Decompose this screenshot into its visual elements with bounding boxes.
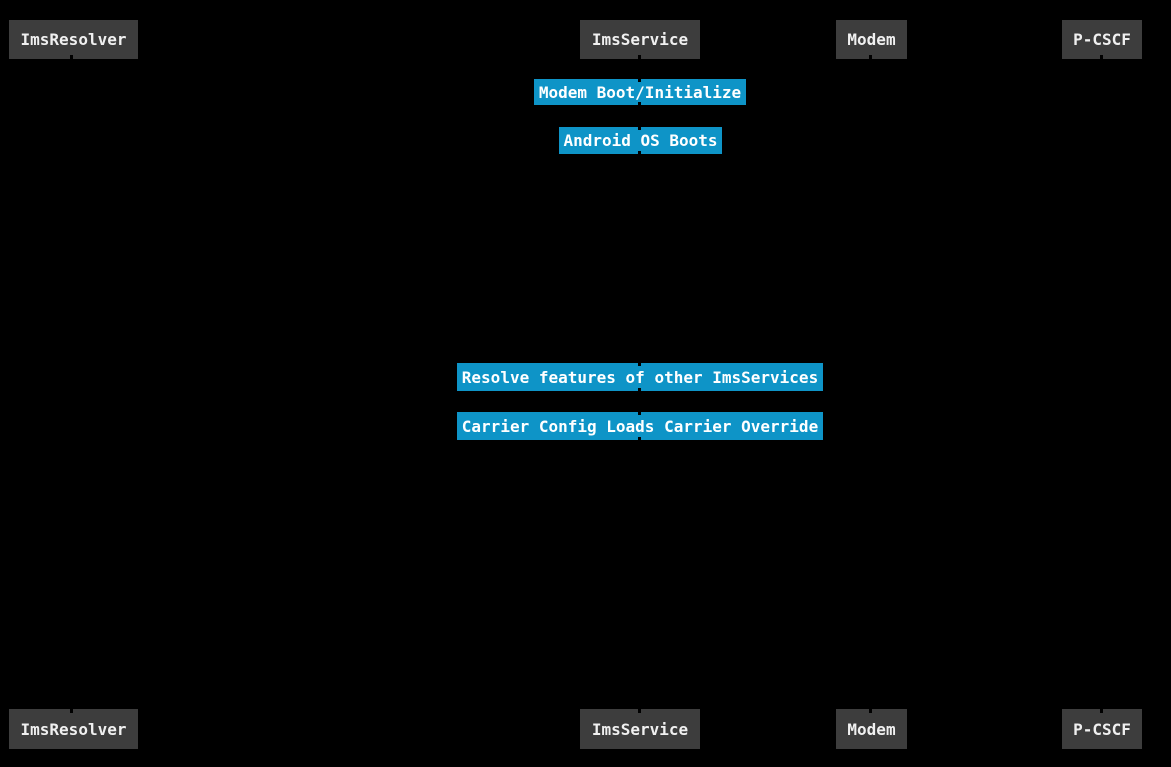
- lifeline-tick: [638, 360, 641, 366]
- participant-pcscf-bottom: P-CSCF: [1062, 709, 1142, 749]
- participant-label: Modem: [847, 30, 896, 49]
- participant-modem-bottom: Modem: [836, 709, 907, 749]
- participant-label: P-CSCF: [1073, 30, 1131, 49]
- lifeline-tick: [638, 705, 641, 713]
- lifeline-tick: [638, 437, 641, 443]
- lifeline-tick: [638, 124, 641, 130]
- note-android-os-boots: Android OS Boots: [559, 127, 722, 154]
- participant-label: ImsResolver: [20, 719, 127, 739]
- participant-imsresolver-bottom: ImsResolver: [9, 709, 138, 749]
- note-label: Modem Boot/Initialize: [538, 82, 742, 102]
- lifeline-tick: [869, 705, 872, 713]
- lifeline-tick: [638, 102, 641, 108]
- participant-label: ImsService: [591, 30, 689, 49]
- lifeline-tick: [70, 705, 73, 713]
- participant-imsresolver-top: ImsResolver: [9, 20, 138, 59]
- note-label: Android OS Boots: [563, 131, 718, 150]
- participant-label: P-CSCF: [1073, 719, 1131, 739]
- participant-imsservice-top: ImsService: [580, 20, 700, 59]
- participant-imsservice-bottom: ImsService: [580, 709, 700, 749]
- lifeline-tick: [638, 55, 641, 63]
- participant-label: ImsResolver: [20, 30, 127, 49]
- participant-pcscf-top: P-CSCF: [1062, 20, 1142, 59]
- note-modem-boot-initialize: Modem Boot/Initialize: [534, 79, 746, 105]
- lifeline-tick: [70, 55, 73, 63]
- participant-label: ImsService: [591, 719, 689, 739]
- note-label: Resolve features of other ImsServices: [461, 367, 819, 387]
- lifeline-tick: [1100, 705, 1103, 713]
- note-carrier-config-override: Carrier Config Loads Carrier Override: [457, 412, 823, 440]
- note-label: Carrier Config Loads Carrier Override: [461, 416, 819, 436]
- lifeline-tick: [638, 388, 641, 394]
- lifeline-tick: [1100, 55, 1103, 63]
- participant-label: Modem: [847, 719, 896, 739]
- lifeline-tick: [869, 55, 872, 63]
- lifeline-tick: [638, 76, 641, 82]
- note-resolve-features: Resolve features of other ImsServices: [457, 363, 823, 391]
- lifeline-tick: [638, 151, 641, 157]
- participant-modem-top: Modem: [836, 20, 907, 59]
- lifeline-tick: [638, 409, 641, 415]
